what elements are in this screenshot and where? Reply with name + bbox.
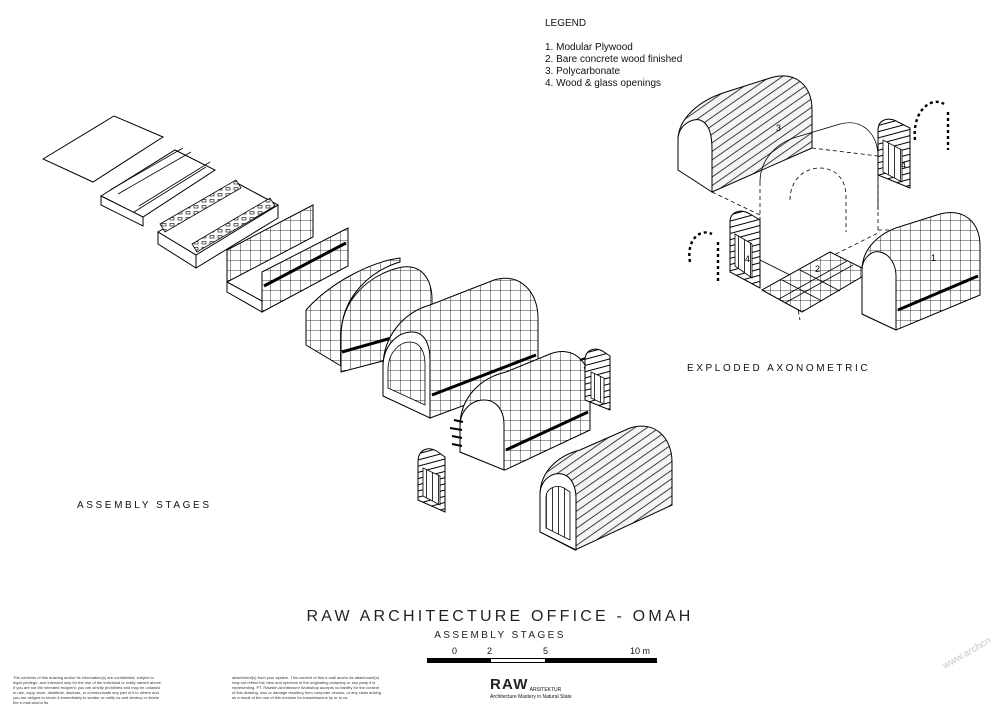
logo-main: RAW: [490, 676, 529, 693]
scale-tick: 2: [487, 646, 493, 656]
title-block: RAW ARCHITECTURE OFFICE - OMAH ASSEMBLY …: [0, 608, 1000, 641]
scale-segment: [490, 658, 546, 663]
exploded-floor-slab: [760, 251, 872, 313]
scale-segment: [546, 658, 657, 663]
exploded-plywood-arch: [861, 212, 981, 331]
caption-assembly: ASSEMBLY STAGES: [77, 500, 212, 511]
legend: LEGEND 1. Modular Plywood 2. Bare concre…: [545, 18, 682, 90]
legend-item: 4. Wood & glass openings: [545, 78, 662, 89]
legend-item: 1. Modular Plywood: [545, 42, 633, 53]
stage-7-arch-ribs: [417, 348, 611, 513]
stage-1-plate: [41, 115, 165, 183]
label-polycarbonate: 3: [776, 123, 781, 133]
scale-tick: 0: [452, 646, 458, 656]
label-opening-right: 4: [901, 160, 906, 170]
label-plywood: 1: [931, 253, 936, 263]
exploded-ribs: [688, 100, 950, 282]
exploded-opening-left: [729, 210, 761, 289]
main-title: RAW ARCHITECTURE OFFICE - OMAH: [306, 608, 694, 625]
label-concrete: 2: [815, 264, 820, 274]
exploded-polycarbonate-shell: [677, 75, 813, 193]
legend-title: LEGEND: [545, 18, 587, 29]
exploded-opening-right: [877, 118, 911, 189]
stage-2-channel: [99, 147, 217, 227]
logo-superscript: ARSITEKTUR: [529, 687, 562, 693]
sub-title: ASSEMBLY STAGES: [434, 630, 566, 641]
legend-item: 2. Bare concrete wood finished: [545, 54, 683, 65]
stage-4-walls: [226, 204, 349, 313]
scale-bar: 0 2 5 10 m: [427, 646, 657, 670]
disclaimer-col2: attachment(s) from your system. This con…: [232, 675, 381, 700]
stage-3-slotted-base: [157, 179, 280, 269]
scale-tick: 5: [543, 646, 549, 656]
scale-segment: [427, 658, 490, 663]
caption-exploded: EXPLODED AXONOMETRIC: [687, 363, 871, 374]
logo: RAWARSITEKTUR Architecture Mastery in Na…: [490, 676, 572, 700]
label-opening-left: 4: [745, 254, 750, 264]
legend-item: 3. Polycarbonate: [545, 66, 621, 77]
logo-tagline: Architecture Mastery in Natural State: [490, 694, 572, 700]
scale-tick: 10 m: [630, 646, 651, 656]
disclaimer-col1: The contents of this drawing and/or its …: [13, 675, 162, 705]
stage-8-final: [539, 425, 673, 551]
